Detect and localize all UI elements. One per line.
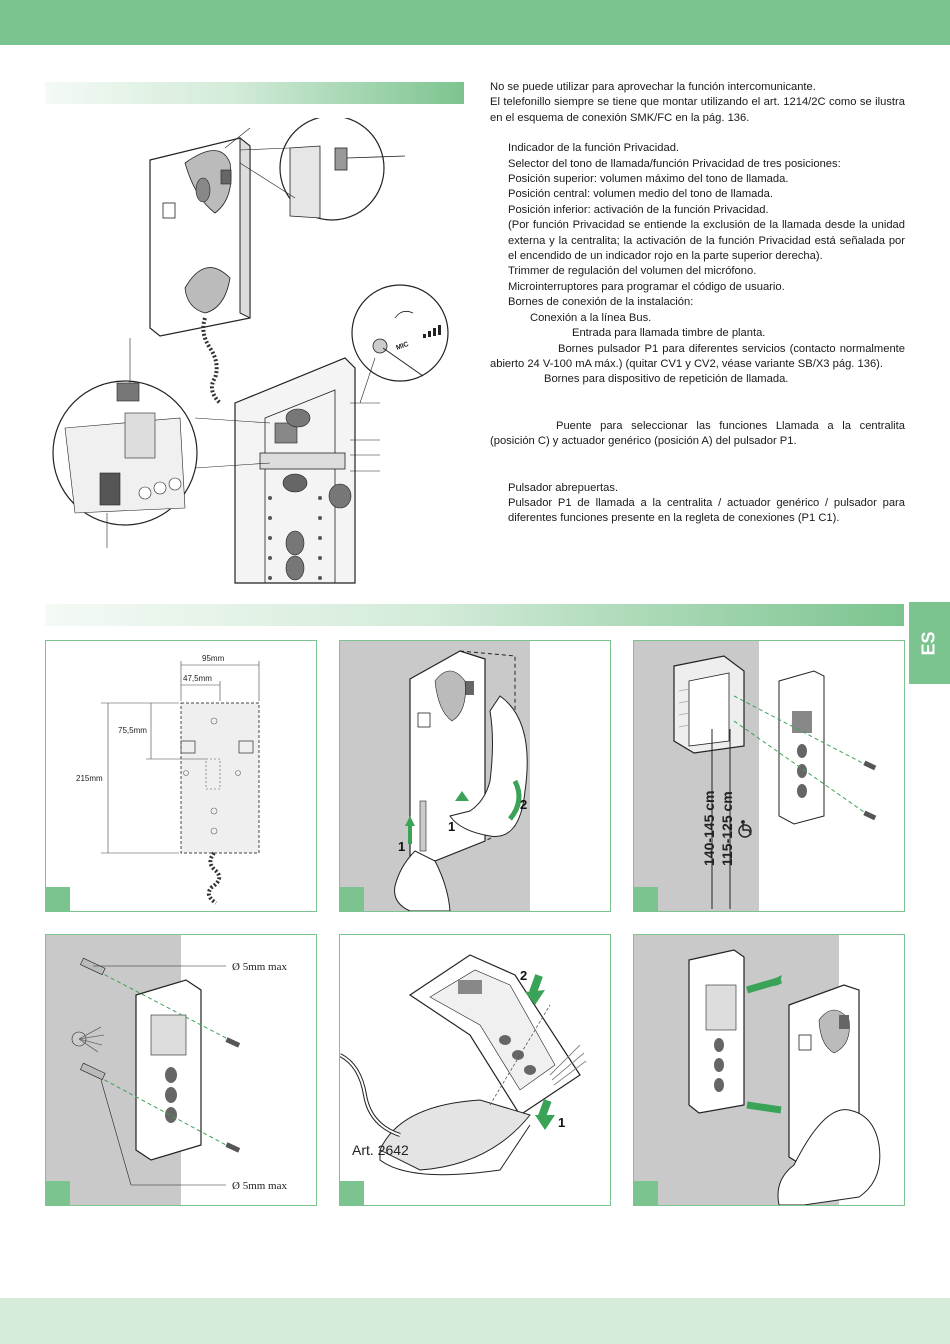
legend-privacy-indicator: Indicador de la función Privacidad. [508,142,680,155]
panel-mounting-height: 140-145 cm 115-125 cm [633,640,905,912]
terminal-bus: Conexión a la línea Bus. [530,311,652,324]
panel-corner-marker [340,887,364,911]
intro-line-2: El telefonillo siempre se tiene que mont… [490,96,905,124]
terminal-floor-call: Entrada para llamada timbre de planta. [572,327,766,340]
legend-privacy-note: (Por función Privacidad se entiende la e… [508,219,905,263]
description-text: No se puede utilizar para aprovechar la … [490,80,905,527]
article-label: Art. 2642 [352,1142,409,1158]
bridge-description: Puente para seleccionar las funciones Ll… [490,419,905,448]
drill-spec-top: Ø 5mm max [232,961,287,973]
mic-label: MIC [395,341,409,352]
legend-position-top: Posición superior: volumen máximo del to… [508,173,789,186]
handset-diagram: MIC [52,118,449,584]
panel-corner-marker [634,1181,658,1205]
panel-attach-handset [633,934,905,1206]
dim-top-offset: 75,5mm [118,726,147,735]
language-tab: ES [909,602,950,684]
panel-wall-fixing: Ø 5mm max Ø 5mm max [45,934,317,1206]
legend-terminals: Bornes de conexión de la instalación: [508,296,694,309]
panel-corner-marker [46,1181,70,1205]
step-label-1: 1 [558,1115,565,1130]
section-header-bar-top [45,82,464,104]
legend-microswitches: Microinterruptores para programar el cód… [508,280,785,293]
bottom-banner [0,1298,950,1344]
legend-ring-selector: Selector del tono de llamada/función Pri… [508,157,841,170]
wheelchair-icon [738,820,752,838]
drill-spec-bottom: Ø 5mm max [232,1180,287,1192]
dim-width: 95mm [202,654,225,663]
button-p1: Pulsador P1 de llamada a la centralita /… [508,496,905,525]
panel-corner-marker [46,887,70,911]
terminal-p1: Bornes pulsador P1 para diferentes servi… [490,342,905,370]
panel-removal: 1 1 2 [339,640,611,912]
button-door-release: Pulsador abrepuertas. [508,481,619,494]
legend-mic-trimmer: Trimmer de regulación del volumen del mi… [508,265,757,278]
step-label-1a: 1 [398,839,405,854]
height-accessible: 115-125 cm [719,791,735,866]
section-header-bar-installation [45,604,904,626]
height-standard: 140-145 cm [701,790,717,866]
intro-line-1: No se puede utilizar para aprovechar la … [490,81,816,93]
top-banner [0,0,950,45]
panel-corner-marker [340,1181,364,1205]
terminal-repeater: Bornes para dispositivo de repetición de… [544,373,789,386]
step-label-2: 2 [520,797,527,812]
step-label-2: 2 [520,968,527,983]
panel-desk-base: 2 1 Art. 2642 [339,934,611,1206]
panel-corner-marker [634,887,658,911]
dim-half-width: 47,5mm [183,674,212,683]
dim-height: 215mm [76,774,103,783]
legend-position-middle: Posición central: volumen medio del tono… [508,188,773,201]
panel-dimensions: 95mm 47,5mm 75,5mm 215mm [45,640,317,912]
legend-position-bottom: Posición inferior: activación de la func… [508,203,769,216]
step-label-1b: 1 [448,819,455,834]
